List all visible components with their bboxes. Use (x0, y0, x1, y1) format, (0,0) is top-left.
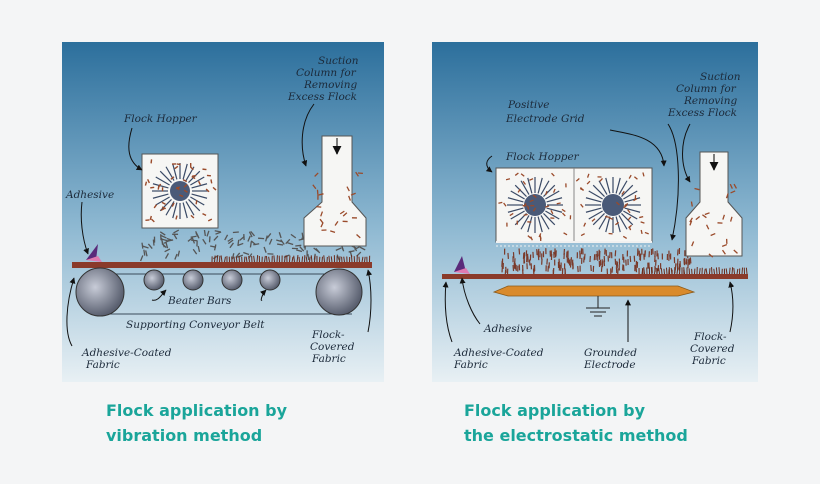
label-grounded-1: Grounded (584, 347, 637, 359)
label-flock-hopper: Flock Hopper (123, 113, 198, 125)
label-suction-2: Column for (296, 67, 357, 79)
vibration-diagram: Flock Hopper Suction Column for Removing… (62, 42, 384, 386)
suction-column (685, 151, 743, 258)
grounded-electrode (492, 285, 696, 297)
callout-lines (442, 123, 735, 343)
ground-symbol (586, 296, 610, 317)
label-electrode-grid-1: Positive (507, 99, 549, 111)
callout-lines (66, 103, 373, 347)
label-suction-3: Removing (303, 79, 357, 91)
hopper-drum (170, 181, 190, 201)
caption-electrostatic-line2: the electrostatic method (464, 426, 688, 445)
label-adhesive: Adhesive (65, 189, 114, 201)
label-suction-1: Suction (318, 55, 359, 67)
adhesive-applicator (454, 256, 466, 272)
label-suction-4: Excess Flock (287, 91, 357, 103)
caption-vibration: Flock application by vibration method (106, 398, 287, 448)
hopper-drum-left (524, 194, 546, 216)
adhesive-applicator (86, 244, 98, 260)
label-adhesive-fabric-1: Adhesive-Coated (81, 347, 172, 359)
label-suction-2: Column for (676, 83, 737, 95)
adhesive-bead (86, 256, 102, 262)
caption-electrostatic: Flock application by the electrostatic m… (464, 398, 688, 448)
caption-electrostatic-line1: Flock application by (464, 401, 646, 420)
suction-column (303, 135, 367, 247)
adhesive-bead (454, 268, 470, 274)
beater-bars (143, 269, 281, 291)
aligned-flock (501, 248, 692, 276)
label-adhesive: Adhesive (483, 323, 532, 335)
label-electrode-grid-2: Electrode Grid (505, 113, 585, 125)
label-suction-3: Removing (683, 95, 737, 107)
label-adhesive-fabric-2: Fabric (453, 359, 488, 371)
label-flock-fabric-3: Fabric (311, 353, 346, 365)
flock-pile (211, 254, 371, 263)
flock-pile (641, 266, 748, 275)
label-adhesive-fabric-2: Fabric (85, 359, 120, 371)
caption-vibration-line1: Flock application by (106, 401, 288, 420)
left-roller (75, 267, 125, 317)
electrostatic-diagram-svg: Suction Column for Removing Excess Flock… (432, 42, 758, 382)
label-flock-fabric-2: Covered (310, 341, 355, 353)
flock-hopper (141, 153, 219, 229)
vibration-diagram-svg: Flock Hopper Suction Column for Removing… (62, 42, 384, 382)
label-flock-fabric-1: Flock- (311, 329, 345, 341)
caption-vibration-line2: vibration method (106, 426, 263, 445)
label-suction-1: Suction (700, 71, 741, 83)
label-flock-fabric-2: Covered (690, 343, 735, 355)
label-grounded-2: Electrode (583, 359, 636, 371)
fabric-band (72, 262, 372, 268)
label-beater-bars: Beater Bars (167, 295, 232, 307)
hopper-drum-right (602, 194, 624, 216)
label-flock-fabric-1: Flock- (693, 331, 727, 343)
label-conveyor-belt: Supporting Conveyor Belt (126, 319, 265, 331)
fabric-band (442, 274, 748, 279)
label-flock-fabric-3: Fabric (691, 355, 726, 367)
electrostatic-diagram: Suction Column for Removing Excess Flock… (432, 42, 758, 386)
label-flock-hopper: Flock Hopper (505, 151, 580, 163)
label-suction-4: Excess Flock (667, 107, 737, 119)
flock-hopper (495, 167, 653, 243)
label-adhesive-fabric-1: Adhesive-Coated (453, 347, 544, 359)
positive-electrode-grid (496, 241, 652, 247)
right-roller (315, 268, 363, 316)
